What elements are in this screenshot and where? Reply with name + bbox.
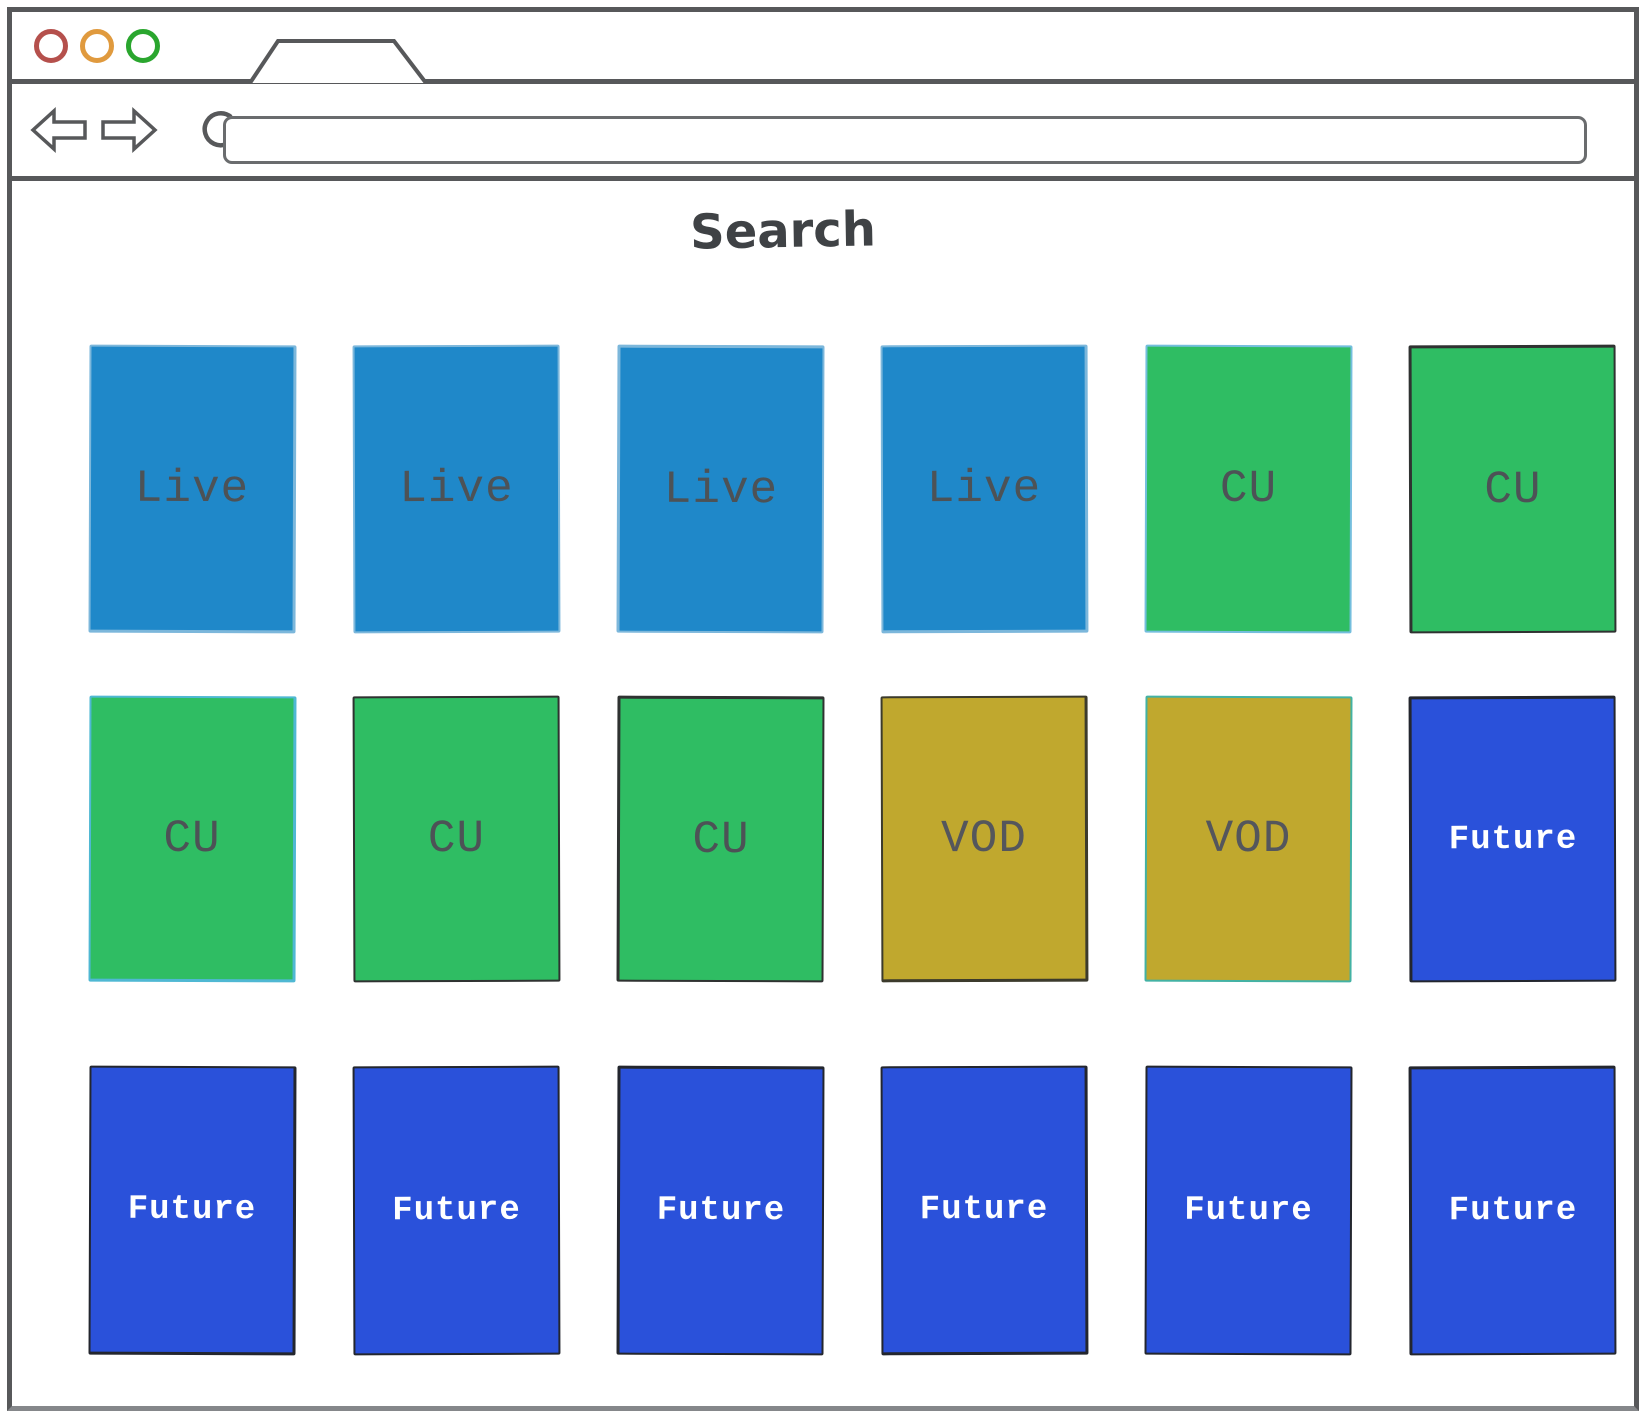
card-row-1: Live Live Live Live CU CU [88,344,1617,634]
card-future[interactable]: Future [616,1065,825,1356]
traffic-light-minimize-button[interactable] [80,28,114,63]
browser-window: Search Live Live Live Live CU CU CU CU C… [7,7,1639,1411]
card-label: VOD [940,812,1027,865]
card-future[interactable]: Future [1144,1065,1353,1356]
card-label: Future [1448,820,1578,859]
card-live[interactable]: Live [880,344,1089,634]
back-button[interactable] [30,107,88,153]
page-title: Search [689,201,877,261]
card-label: Future [392,1191,521,1230]
card-live[interactable]: Live [616,344,825,634]
card-label: Live [134,462,250,515]
card-label: Live [663,463,779,516]
card-label: Future [1448,1191,1578,1231]
card-catchup[interactable]: CU [616,695,825,983]
card-label: CU [427,812,486,866]
card-catchup[interactable]: CU [352,695,561,983]
back-arrow-icon [30,107,87,153]
traffic-light-close-button[interactable] [34,28,68,63]
card-catchup[interactable]: CU [88,695,297,983]
card-row-3: Future Future Future Future Future Futur… [88,1065,1617,1356]
card-label: Live [399,462,514,516]
card-label: Future [656,1191,786,1231]
card-label: Future [1184,1191,1313,1230]
card-future[interactable]: Future [352,1065,561,1356]
url-input[interactable] [223,116,1587,164]
card-future[interactable]: Future [880,1065,1089,1356]
traffic-light-maximize-button[interactable] [126,28,160,63]
card-vod[interactable]: VOD [880,695,1089,983]
card-live[interactable]: Live [352,344,561,634]
card-label: CU [163,812,221,865]
card-label: CU [692,813,750,866]
browser-tab[interactable] [248,37,428,83]
nav-bar [12,84,1634,181]
card-live[interactable]: Live [88,344,297,634]
card-future[interactable]: Future [1408,695,1617,983]
card-label: VOD [1205,812,1292,866]
forward-button[interactable] [100,107,158,153]
card-vod[interactable]: VOD [1144,695,1353,983]
forward-arrow-icon [101,107,158,153]
content-area: Search Live Live Live Live CU CU CU CU C… [12,181,1634,1396]
card-label: CU [1484,463,1542,516]
card-future[interactable]: Future [1408,1065,1617,1356]
card-future[interactable]: Future [88,1065,297,1356]
card-row-2: CU CU CU VOD VOD Future [88,695,1617,983]
card-label: Future [127,1190,257,1230]
title-bar [12,12,1634,84]
card-label: CU [1219,462,1278,516]
card-catchup[interactable]: CU [1408,344,1617,634]
card-label: Live [926,462,1042,515]
card-label: Future [919,1190,1049,1230]
card-catchup[interactable]: CU [1144,344,1353,634]
